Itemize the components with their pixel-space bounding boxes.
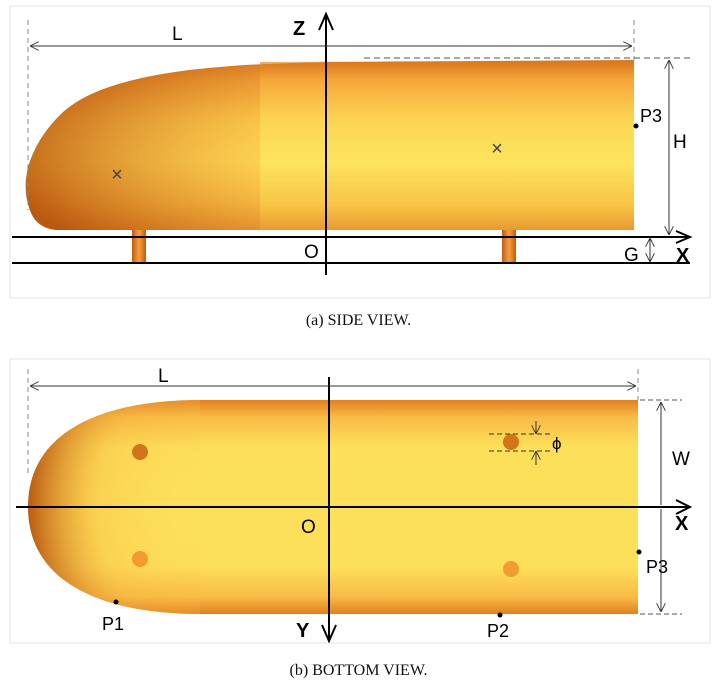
- z-axis-arrowhead: [318, 11, 334, 31]
- support-circle-rear-left: [503, 434, 519, 450]
- length-label: L: [172, 24, 183, 45]
- z-axis-label: Z: [293, 18, 305, 40]
- p2-label: P2: [487, 621, 509, 641]
- p3-label: P3: [640, 106, 662, 126]
- x-axis-arrowhead: [675, 230, 693, 244]
- gap-label: G: [624, 245, 639, 266]
- x-axis-label: X: [675, 513, 689, 535]
- side-view-panel: × × L Z H P3 O G X: [0, 0, 717, 300]
- x-axis-arrowhead: [675, 499, 693, 515]
- bottom-frame: [9, 358, 711, 644]
- y-axis-label: Y: [296, 620, 310, 642]
- point-p3-marker: [633, 123, 639, 129]
- rear-support-cross-marker: ×: [491, 138, 503, 160]
- rear-support-strut: [502, 230, 516, 262]
- support-circle-rear-right: [503, 561, 519, 577]
- width-label: W: [672, 449, 690, 470]
- support-circle-front-right: [132, 551, 148, 567]
- side-body-nose-shading: [25, 60, 634, 230]
- p3-label: P3: [646, 557, 668, 577]
- length-label: L: [158, 366, 169, 387]
- p1-label: P1: [102, 614, 124, 634]
- support-circle-front-left: [132, 444, 148, 460]
- bottom-view-panel: L W ϕ O X Y P1 P2 P3: [0, 355, 717, 645]
- y-axis-arrowhead: [321, 624, 337, 644]
- side-frame: [9, 5, 711, 299]
- point-p1-marker: [113, 599, 119, 605]
- origin-label: O: [301, 517, 316, 538]
- front-support-strut: [132, 230, 146, 262]
- side-view-diagram: × × L Z H P3 O G X: [9, 5, 711, 299]
- side-view-caption: (a) SIDE VIEW.: [305, 312, 412, 329]
- origin-label: O: [304, 242, 319, 263]
- point-p2-marker: [497, 612, 503, 618]
- point-p3-marker: [636, 549, 642, 555]
- diameter-label: ϕ: [552, 434, 562, 453]
- x-axis-label: X: [676, 245, 690, 267]
- height-label: H: [673, 132, 687, 153]
- bottom-view-diagram: L W ϕ O X Y P1 P2 P3: [9, 358, 711, 644]
- bottom-view-caption: (b) BOTTOM VIEW.: [289, 662, 428, 679]
- front-support-cross-marker: ×: [111, 164, 123, 186]
